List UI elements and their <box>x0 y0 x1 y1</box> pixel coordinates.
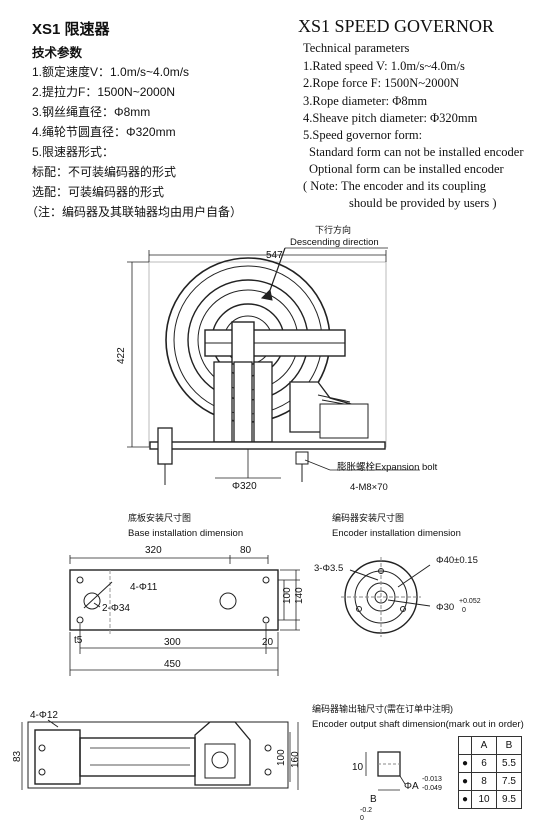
encoder-title-en: Encoder installation dimension <box>332 528 461 539</box>
shaft-dia-a: ΦA <box>404 781 419 792</box>
encoder-holes: 3-Φ3.5 <box>314 563 343 574</box>
bolt-spec: 4-M8×70 <box>350 482 388 493</box>
en-line-4: 4.Sheave pitch diameter: Φ320mm <box>303 111 478 125</box>
base-title-en: Base installation dimension <box>128 528 243 539</box>
en-line-9: should be provided by users ) <box>349 196 497 210</box>
en-line-8: ( Note: The encoder and its coupling <box>303 179 487 193</box>
side-dim-160: 160 <box>290 751 301 768</box>
table-header-b: B <box>496 736 522 755</box>
zh-line-3: 3.钢丝绳直径：Φ8mm <box>32 105 151 119</box>
en-line-3: 3.Rope diameter: Φ8mm <box>303 94 428 108</box>
dim-300: 300 <box>164 637 181 648</box>
shaft-size-table: A B ● 6 5.5 ● 8 7.5 ● 10 9.5 <box>458 736 522 809</box>
zh-line-5: 5.限速器形式： <box>32 145 115 159</box>
hole-4-11: 4-Φ11 <box>130 582 158 593</box>
zh-line-7: 选配：可装编码器的形式 <box>32 185 165 199</box>
shaft-dim-b: B <box>370 794 377 805</box>
dim-height-422: 422 <box>116 347 127 364</box>
dim-80: 80 <box>240 545 252 556</box>
table-cell-b: 7.5 <box>496 772 522 791</box>
base-title-zh: 底板安装尺寸图 <box>128 512 191 523</box>
en-line-7: Optional form can be installed encoder <box>309 162 504 176</box>
table-header-row: A B <box>458 736 522 755</box>
shaft-dim-b-tol: -0.2 <box>360 807 372 814</box>
table-row-marker: ● <box>458 790 472 809</box>
dim-width-547: 547 <box>266 250 283 261</box>
dim-diameter-320: Φ320 <box>232 481 257 492</box>
zh-line-8: （注：编码器及其联轴器均由用户自备） <box>26 205 243 219</box>
table-cell-a: 6 <box>471 754 497 773</box>
zh-title: XS1 限速器 <box>32 21 110 38</box>
table-row-marker: ● <box>458 772 472 791</box>
dim-100-base: 100 <box>282 587 293 604</box>
dim-140-base: 140 <box>294 587 305 604</box>
zh-subtitle: 技术参数 <box>32 46 83 60</box>
side-holes: 4-Φ12 <box>30 710 58 721</box>
en-line-6: Standard form can not be installed encod… <box>309 145 524 159</box>
encoder-tol-lower: 0 <box>462 607 466 614</box>
en-title: XS1 SPEED GOVERNOR <box>298 16 495 36</box>
hole-2-34: 2-Φ34 <box>102 603 130 614</box>
direction-label-en: Descending direction <box>290 237 379 248</box>
en-line-1: 1.Rated speed V: 1.0m/s~4.0m/s <box>303 59 465 73</box>
table-cell-b: 5.5 <box>496 754 522 773</box>
table-cell-a: 8 <box>471 772 497 791</box>
zh-line-2: 2.提拉力F：1500N~2000N <box>32 85 176 99</box>
en-line-5: 5.Speed governor form: <box>303 128 423 142</box>
table-row-marker: ● <box>458 754 472 773</box>
dim-20: 20 <box>262 637 274 648</box>
bolt-label: 膨胀螺栓Expansion bolt <box>337 461 438 473</box>
table-header-a: A <box>471 736 497 755</box>
shaft-dia-a-upper: -0.013 <box>422 776 442 783</box>
table-row: ● 6 5.5 <box>458 754 522 773</box>
dim-t5: t5 <box>74 635 83 646</box>
en-line-2: 2.Rope force F: 1500N~2000N <box>303 76 460 90</box>
zh-line-4: 4.绳轮节圆直径：Φ320mm <box>32 125 176 139</box>
table-cell-a: 10 <box>471 790 497 809</box>
side-dim-100: 100 <box>276 749 287 766</box>
dim-320: 320 <box>145 545 162 556</box>
encoder-tol-upper: +0.052 <box>459 598 481 605</box>
shaft-dim-10: 10 <box>352 762 364 773</box>
table-cell-b: 9.5 <box>496 790 522 809</box>
shaft-dim-b-tol2: 0 <box>360 815 364 822</box>
table-corner-cell <box>458 736 472 755</box>
encoder-dia-30: Φ30 <box>436 602 454 613</box>
en-subtitle: Technical parameters <box>303 41 410 55</box>
shaft-title-en: Encoder output shaft dimension(mark out … <box>312 719 524 730</box>
table-row: ● 10 9.5 <box>458 790 522 809</box>
zh-line-1: 1.额定速度V：1.0m/s~4.0m/s <box>32 65 190 79</box>
side-dim-83: 83 <box>12 750 23 762</box>
dim-450: 450 <box>164 659 181 670</box>
encoder-title-zh: 编码器安装尺寸图 <box>332 512 404 523</box>
zh-line-6: 标配：不可装编码器的形式 <box>32 165 177 179</box>
shaft-title-zh: 编码器输出轴尺寸(需在订单中注明) <box>312 703 453 714</box>
encoder-dia-40: Φ40±0.15 <box>436 555 478 566</box>
direction-label-zh: 下行方向 <box>315 224 351 235</box>
shaft-dia-a-lower: -0.049 <box>422 785 442 792</box>
table-row: ● 8 7.5 <box>458 772 522 791</box>
